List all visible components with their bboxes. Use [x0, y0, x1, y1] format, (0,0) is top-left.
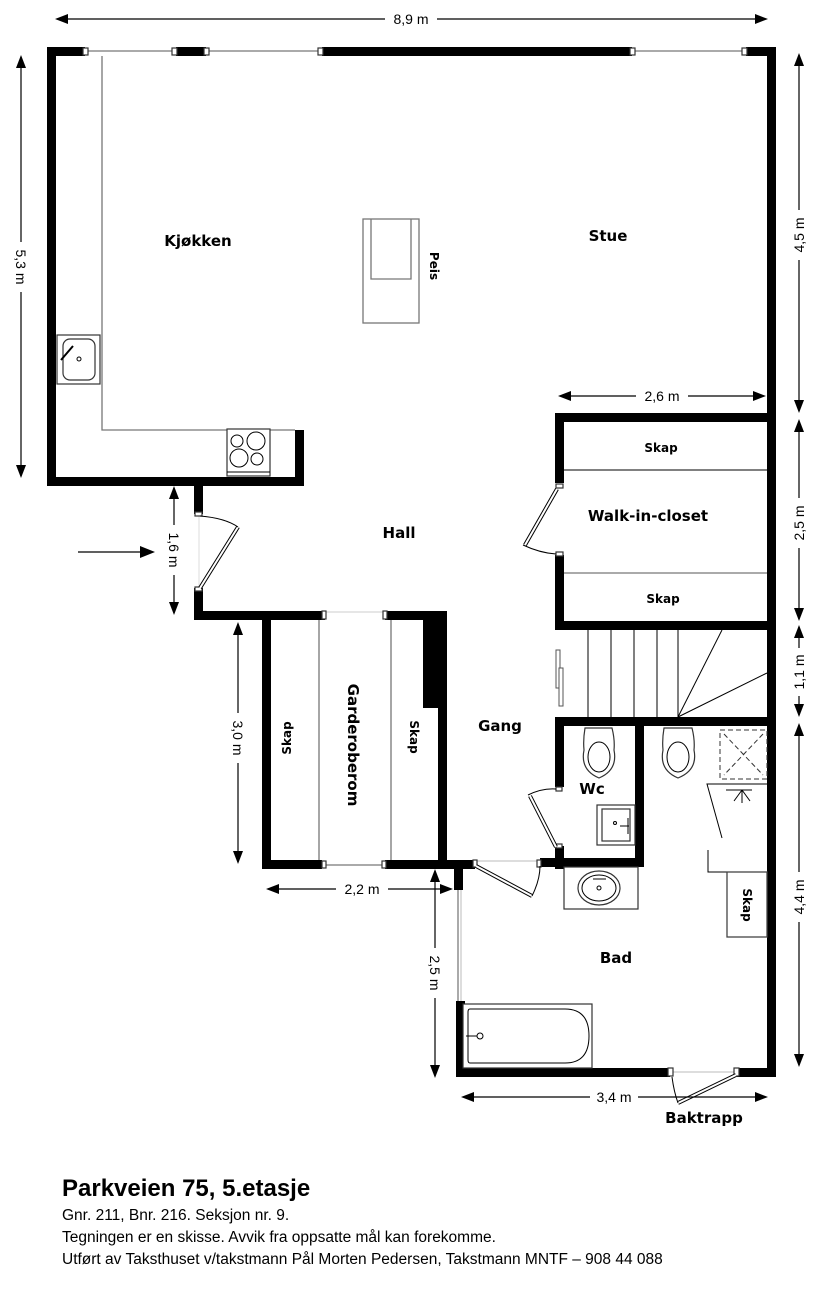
dimension-lines: 8,9 m 5,3 m 4,5 m 2,5 m 1,1 m 4,4 m: [11, 9, 809, 1107]
fireplace-icon: [362, 218, 420, 324]
label-peis: Peis: [427, 252, 441, 280]
room-label-kjokken: Kjøkken: [164, 232, 231, 250]
bathroom-fixtures: [462, 727, 768, 1069]
dim-closet-width: 2,6 m: [644, 388, 679, 404]
room-label-stue: Stue: [589, 227, 628, 245]
stairs: [555, 629, 768, 718]
dim-entrance-width: 1,6 m: [166, 532, 182, 567]
toilet-icon: [582, 727, 616, 779]
entrance-door[interactable]: [194, 511, 240, 592]
room-label-gang: Gang: [478, 717, 522, 735]
author-credit: Utført av Taksthuset v/takstmann Pål Mor…: [62, 1251, 663, 1268]
dim-stair-height: 1,1 m: [791, 654, 807, 689]
plan-title: Parkveien 75, 5.etasje: [62, 1175, 311, 1202]
wc-sink-icon: [596, 804, 636, 846]
walk-in-closet: [522, 469, 767, 574]
label-garderobe-skap-right: Skap: [407, 720, 421, 754]
wc-fixtures: [582, 727, 636, 846]
garderoberom: [318, 610, 392, 869]
entry-arrow-icon: [78, 546, 155, 558]
room-label-wc: Wc: [579, 780, 604, 798]
wc-door[interactable]: [527, 786, 563, 849]
room-label-walk-in-closet: Walk-in-closet: [588, 507, 708, 525]
dim-bad-height-left: 2,5 m: [427, 955, 443, 990]
room-label-bad: Bad: [600, 949, 632, 967]
room-label-hall: Hall: [383, 524, 416, 542]
disclaimer: Tegningen er en skisse. Avvik fra oppsat…: [62, 1229, 496, 1246]
dim-bad-width: 3,4 m: [596, 1089, 631, 1105]
shower-icon: [719, 729, 768, 780]
bathroom-sink-icon: [563, 866, 639, 910]
room-label-garderoberom: Garderoberom: [344, 684, 362, 807]
dim-bad-height-right: 4,4 m: [791, 879, 807, 914]
label-bad-skap: Skap: [740, 888, 754, 922]
dim-stue-height: 4,5 m: [791, 217, 807, 252]
dim-left-height: 5,3 m: [13, 249, 29, 284]
bathtub-icon: [462, 1003, 593, 1069]
label-garderobe-skap-left: Skap: [280, 721, 294, 755]
label-closet-skap-bottom: Skap: [646, 592, 680, 606]
dim-total-width: 8,9 m: [393, 11, 428, 27]
stove-icon: [226, 428, 271, 477]
toilet-icon: [661, 727, 696, 779]
walls: [47, 47, 776, 1077]
windows: [82, 47, 748, 1001]
dim-closet-height: 2,5 m: [791, 505, 807, 540]
bathroom-door[interactable]: [472, 859, 542, 898]
kitchen-counter: [56, 56, 295, 477]
property-info: Gnr. 211, Bnr. 216. Seksjon nr. 9.: [62, 1207, 290, 1224]
dim-garderobe-width: 2,2 m: [344, 881, 379, 897]
label-baktrapp: Baktrapp: [665, 1109, 743, 1127]
floor-plan: Kjøkken Stue Peis Hall Skap Walk-in-clos…: [11, 9, 809, 1127]
plan-footer: Parkveien 75, 5.etasje Gnr. 211, Bnr. 21…: [62, 1173, 663, 1271]
label-closet-skap-top: Skap: [644, 441, 678, 455]
dim-garderobe-height: 3,0 m: [230, 720, 246, 755]
back-door[interactable]: [667, 1067, 740, 1105]
kitchen-sink-icon: [56, 334, 101, 385]
